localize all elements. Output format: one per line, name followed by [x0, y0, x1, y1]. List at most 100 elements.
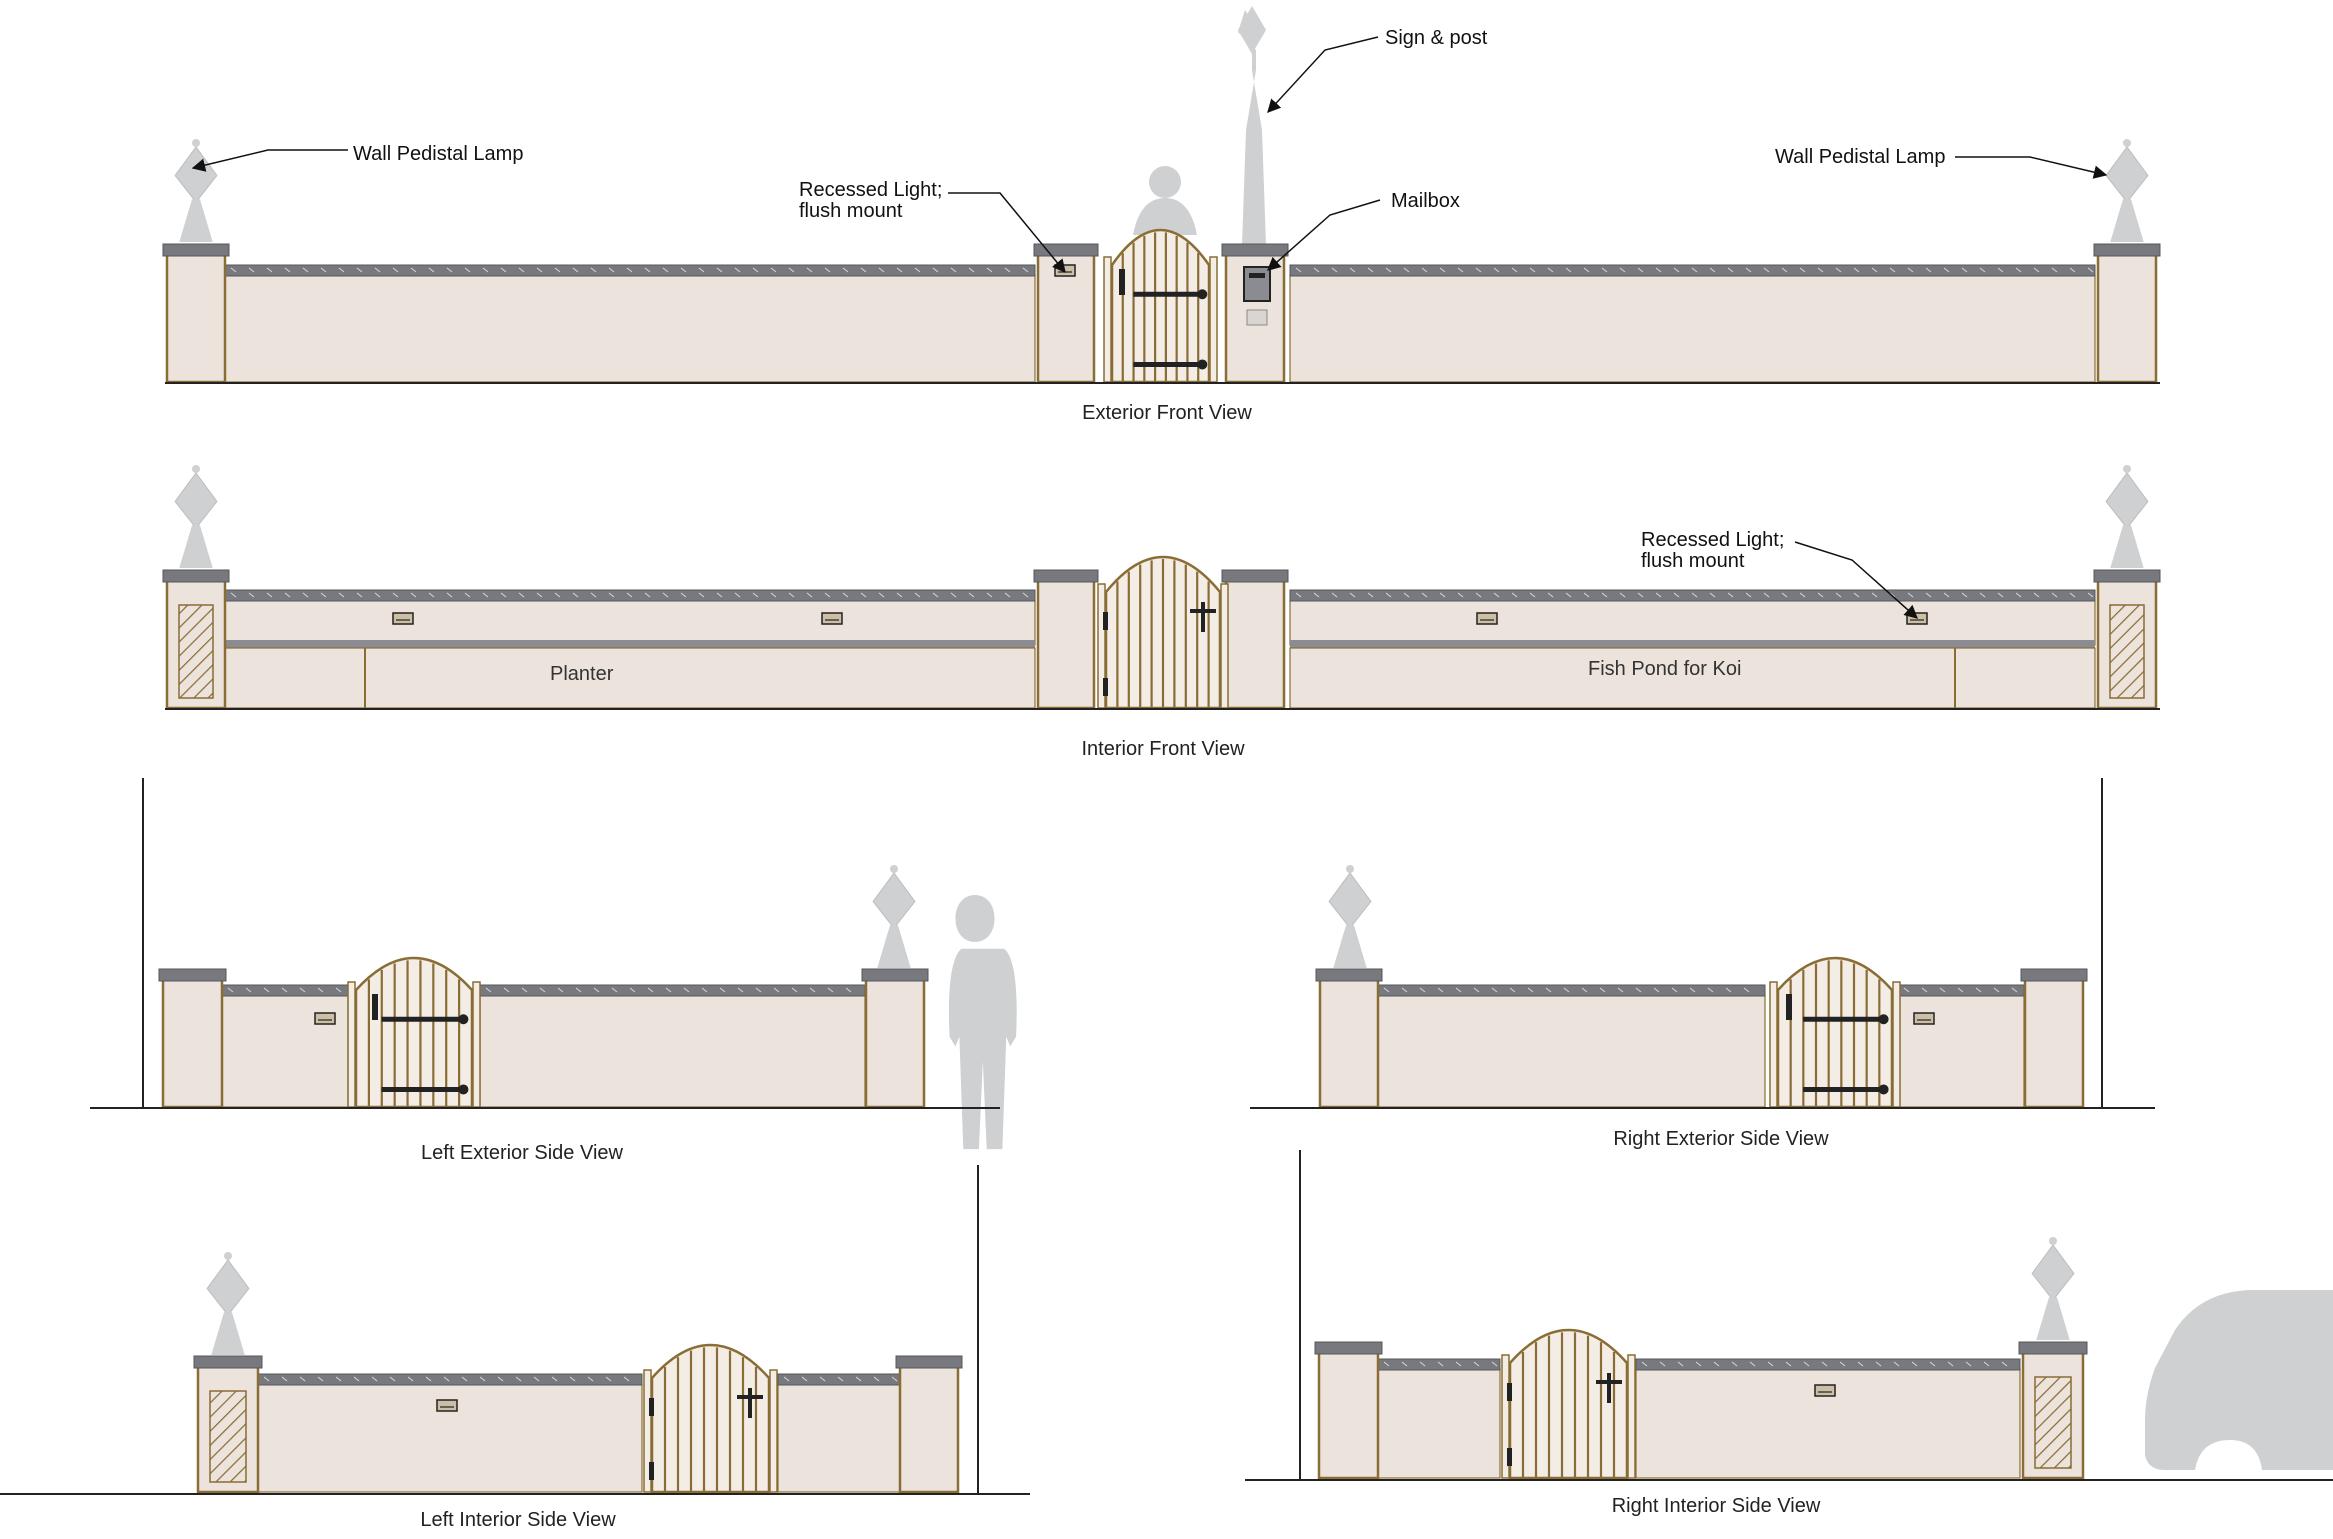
cap-texture [1943, 267, 1950, 273]
cap-texture [701, 987, 708, 993]
cap-texture [551, 1376, 558, 1382]
cap-texture [1875, 1361, 1882, 1367]
pillar-cap [1315, 968, 1383, 982]
recessed-light-icon [436, 1399, 458, 1412]
cap-texture [2015, 267, 2022, 273]
cap-texture [1457, 267, 1464, 273]
pillar-cap [2093, 569, 2161, 583]
gate-jamb [643, 1369, 652, 1493]
recessed-int-label-line1: Recessed Light; [1641, 529, 1784, 551]
pedestal-lamp-icon [174, 472, 218, 529]
wall-cap [1289, 264, 2096, 277]
gate-lever [1190, 609, 1216, 613]
pedestal-lamp-icon [872, 872, 916, 929]
cap-texture [1817, 267, 1824, 273]
pond-label: Fish Pond for Koi [1588, 658, 1741, 680]
cap-texture [1975, 987, 1982, 993]
person-silhouette-icon [945, 895, 1017, 1150]
cap-texture [1419, 1361, 1426, 1367]
cap-texture [353, 1376, 360, 1382]
cap-texture [824, 267, 831, 273]
cap-texture [1385, 592, 1392, 598]
cap-texture [1601, 267, 1608, 273]
mailbox-slot [1249, 273, 1265, 278]
recessed-light-icon [314, 1012, 336, 1025]
caption-right-exterior-side: Right Exterior Side View [1613, 1128, 1829, 1150]
gate-jamb [1892, 981, 1901, 1108]
cap-texture [1331, 592, 1338, 598]
cap-texture [479, 1376, 486, 1382]
cap-texture [482, 592, 489, 598]
cap-texture [878, 592, 885, 598]
cap-texture [773, 987, 780, 993]
pillar-body [2023, 975, 2085, 1109]
cap-texture [734, 592, 741, 598]
pillar-cap [895, 1355, 963, 1369]
gate-hinge [649, 1462, 654, 1480]
cap-texture [590, 267, 597, 273]
cap-texture [1997, 592, 2004, 598]
cap-texture [281, 1376, 288, 1382]
left-interior-side-elevation [0, 1165, 1030, 1495]
pillar-cap [2018, 1341, 2088, 1355]
cap-texture [626, 267, 633, 273]
cap-texture [515, 1376, 522, 1382]
cap-texture [374, 267, 381, 273]
cap-texture [873, 1376, 880, 1382]
lamp-stand [2110, 525, 2144, 568]
cap-texture [554, 592, 561, 598]
cap-texture [1439, 592, 1446, 598]
recessed-light-icon [1476, 612, 1498, 625]
pillar-cap [2093, 243, 2161, 257]
lamp-stand [211, 1312, 245, 1355]
cap-texture [1871, 267, 1878, 273]
pedestal-lamp-icon [206, 1259, 250, 1316]
cap-texture [1763, 267, 1770, 273]
cap-texture [1743, 987, 1750, 993]
wall-panel [221, 994, 349, 1108]
cap-texture [2069, 267, 2076, 273]
cap-texture [662, 592, 669, 598]
right-exterior-side-elevation [1250, 778, 2155, 1109]
cap-texture [1709, 592, 1716, 598]
cap-texture [605, 1376, 612, 1382]
cap-texture [575, 987, 582, 993]
cap-texture [698, 267, 705, 273]
gate-hinge-pin [1878, 1084, 1889, 1095]
cap-texture [932, 592, 939, 598]
wall-cap [479, 984, 866, 997]
cap-texture [245, 987, 252, 993]
cap-texture [230, 592, 237, 598]
cap-texture [1695, 1361, 1702, 1367]
recessed-int-leader [1794, 541, 1919, 619]
cap-texture [392, 592, 399, 598]
cap-texture [1493, 592, 1500, 598]
recessed-light-icon [1054, 264, 1076, 277]
gate-jamb [769, 1369, 778, 1493]
caption-interior-front: Interior Front View [1081, 738, 1245, 760]
pillar-cap [2020, 968, 2088, 982]
cap-texture [389, 1376, 396, 1382]
cap-texture [1421, 592, 1428, 598]
cap-texture [623, 1376, 630, 1382]
person-shoulders [1133, 198, 1197, 235]
cap-texture [1725, 987, 1732, 993]
gate-jamb [1103, 256, 1112, 383]
cap-texture [1767, 1361, 1774, 1367]
pedestal-lamp-icon [2105, 146, 2149, 203]
cap-texture [482, 267, 489, 273]
cap-texture [320, 592, 327, 598]
pillar-hatch-panel [178, 604, 214, 699]
cap-texture [608, 267, 615, 273]
cap-texture [521, 987, 528, 993]
cap-texture [230, 267, 237, 273]
cap-texture [1529, 592, 1536, 598]
exterior-front-elevation [162, 6, 2161, 384]
cap-texture [1511, 592, 1518, 598]
cap-texture [788, 267, 795, 273]
pillar-body [1318, 975, 1380, 1109]
cap-texture [335, 987, 342, 993]
cap-texture [1853, 592, 1860, 598]
pillar-body [1036, 576, 1096, 710]
cap-texture [248, 267, 255, 273]
